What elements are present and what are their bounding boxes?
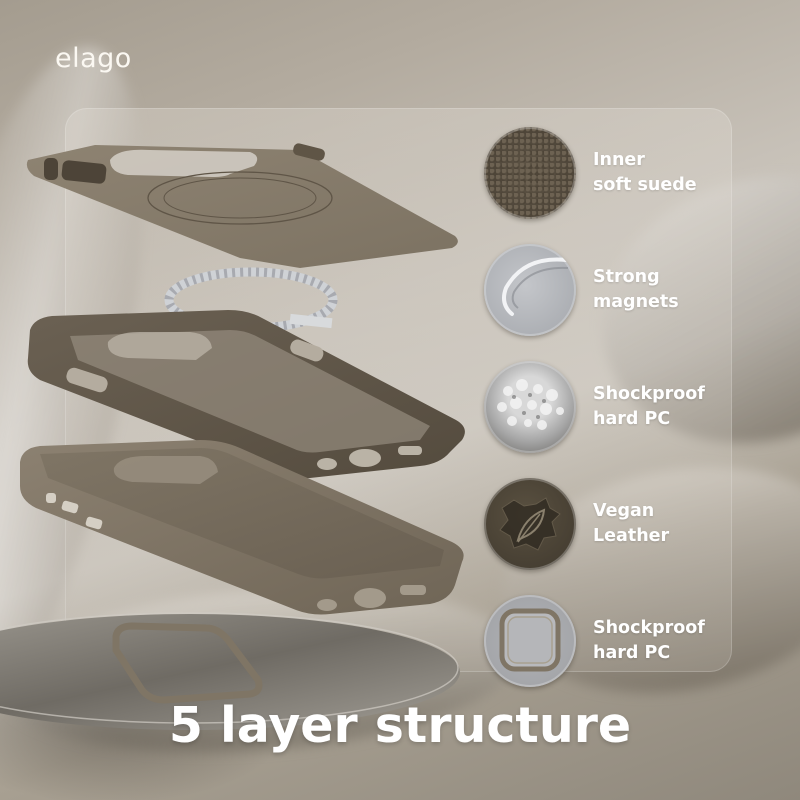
feature-subtitle: hard PC	[593, 642, 671, 663]
leather-hide-leaf-glyph	[499, 496, 561, 551]
feature-title: Shockproof	[593, 617, 705, 638]
hard-pc-frame-layer	[27, 310, 465, 479]
feature-title: Inner	[593, 149, 645, 170]
headline: 5 layer structure	[168, 697, 632, 754]
pellets-glyph	[497, 378, 564, 430]
feature-subtitle: Leather	[593, 525, 670, 546]
brand-logo: elago	[55, 43, 132, 74]
feature-label: Vegan Leather	[593, 499, 669, 549]
pc-pellets-icon	[484, 360, 576, 453]
feature-list: Inner soft suede Strong magnets	[484, 114, 724, 699]
suede-texture-icon	[484, 126, 576, 219]
feature-subtitle: hard PC	[593, 408, 671, 429]
vegan-leather-shell-layer	[20, 440, 464, 615]
square-frame-glyph	[499, 608, 561, 671]
feature-item-hard-pc: Shockproof hard PC	[484, 348, 724, 465]
feature-subtitle: magnets	[593, 291, 679, 312]
feature-item-inner-suede: Inner soft suede	[484, 114, 724, 231]
vegan-leather-icon	[484, 477, 576, 570]
feature-item-camera-frame: Shockproof hard PC	[484, 582, 724, 699]
feature-label: Strong magnets	[593, 265, 679, 315]
magnet-arc-glyph	[502, 257, 569, 316]
feature-label: Shockproof hard PC	[593, 382, 705, 432]
camera-frame-icon	[484, 594, 576, 687]
feature-subtitle: soft suede	[593, 174, 697, 195]
feature-label: Inner soft suede	[593, 148, 697, 198]
feature-title: Shockproof	[593, 383, 705, 404]
feature-title: Vegan	[593, 500, 655, 521]
camera-bumper-frame-layer	[112, 622, 263, 704]
magnet-ring-icon	[484, 243, 576, 336]
suede-liner-layer	[26, 143, 458, 268]
feature-item-magnets: Strong magnets	[484, 231, 724, 348]
feature-item-vegan-leather: Vegan Leather	[484, 465, 724, 582]
feature-label: Shockproof hard PC	[593, 616, 705, 666]
feature-title: Strong	[593, 266, 660, 287]
